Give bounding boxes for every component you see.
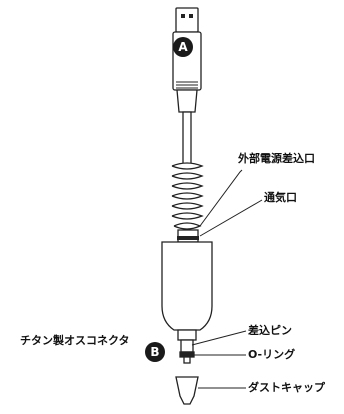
connector-body — [161, 241, 213, 331]
leader-vent — [199, 199, 263, 237]
dust-cap-shape — [175, 376, 199, 405]
leader-lines — [191, 169, 263, 389]
label-o-ring: O-リング — [248, 348, 296, 361]
o-ring-shape — [179, 351, 195, 358]
label-dust-cap: ダストキャップ — [248, 381, 325, 394]
grip-ridges — [176, 81, 198, 89]
strain-relief-spring — [171, 162, 204, 230]
usb-neck — [176, 89, 198, 113]
label-external-power-port: 外部電源差込口 — [238, 152, 315, 165]
marker-a: A — [173, 37, 193, 57]
cable — [182, 111, 192, 165]
label-vent: 通気口 — [264, 191, 297, 204]
leader-external-power — [199, 169, 243, 227]
leader-plug-pin — [191, 330, 247, 346]
label-titanium-male-connector: チタン製オスコネクタ — [20, 334, 130, 347]
connector-neck — [177, 329, 197, 341]
pin-tip — [183, 356, 191, 364]
plug-pin — [180, 339, 194, 353]
marker-b: B — [145, 342, 165, 362]
usb-plug-tip — [175, 7, 199, 33]
label-plug-pin: 差込ピン — [248, 324, 292, 337]
